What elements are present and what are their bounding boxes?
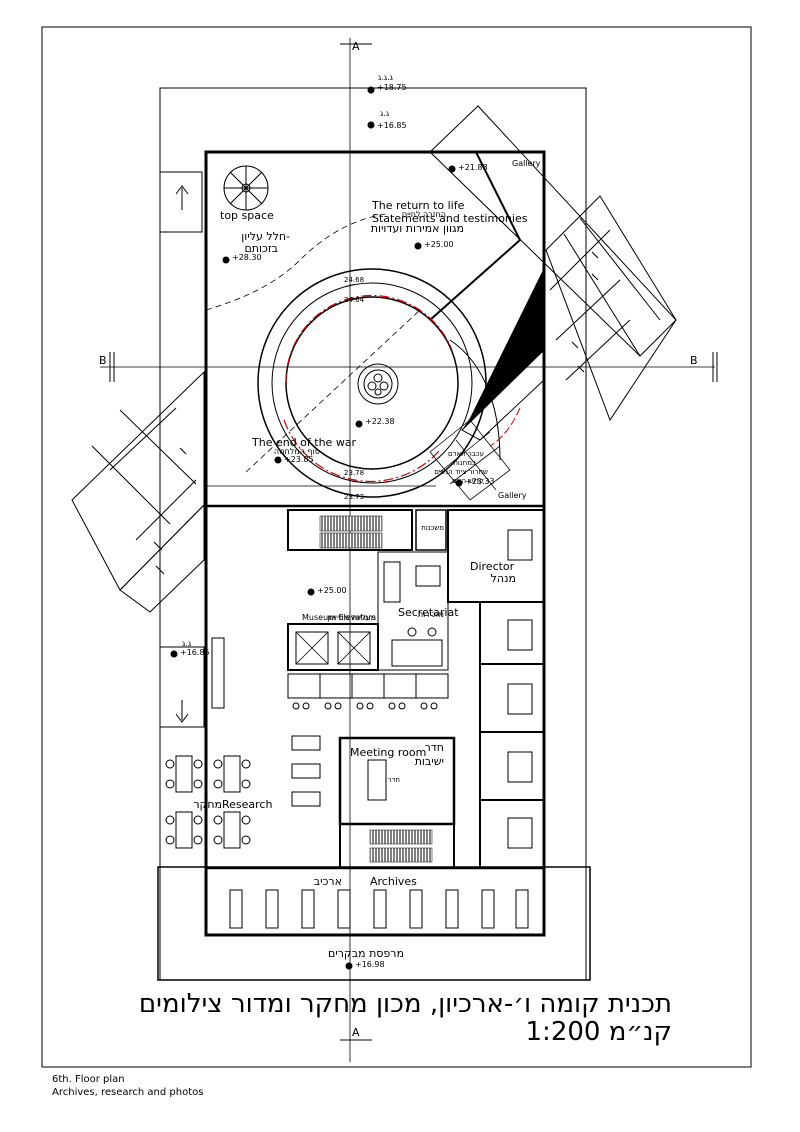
- label-secretariat-he: מזכירות: [418, 610, 444, 619]
- elevation-war: +23.85: [284, 455, 314, 464]
- svg-text:B: B: [690, 354, 698, 367]
- level-markers: [170, 86, 463, 970]
- stair-bottom-left: [159, 646, 205, 728]
- label-meeting-he-1: חדר: [425, 741, 444, 754]
- section-marker-a-bottom: A: [340, 1026, 372, 1041]
- label-museum-elevators: Museum Elevators: [302, 613, 376, 622]
- label-return-he: החזרה לחיים: [402, 210, 446, 219]
- red-dash-right: [489, 407, 521, 447]
- elevation-tag-ramp-left: ג.ג: [182, 639, 192, 648]
- restrooms: [377, 551, 449, 671]
- wedge-ramp: [461, 348, 545, 441]
- stair-core-lower: [339, 823, 455, 869]
- elevation-ramp-left: +16.85: [180, 648, 210, 657]
- caption-line-1: 6th. Floor plan: [52, 1074, 125, 1085]
- section-marker-a-top: A: [340, 40, 372, 53]
- label-archives: Archives: [370, 875, 417, 888]
- section-marker-b-left: B: [99, 352, 115, 382]
- right-ramp: [429, 105, 677, 422]
- left-ramp: [71, 370, 205, 613]
- label-director-he: מנהל: [491, 572, 516, 585]
- archive-shelves: [229, 889, 529, 929]
- curve-wall-right: [449, 339, 501, 461]
- label-director: Director: [470, 560, 515, 573]
- label-meeting-he-2: ישיבות: [415, 755, 444, 768]
- svg-text:A: A: [352, 40, 360, 53]
- elevation-top-b: +16.85: [377, 121, 407, 130]
- curved-gallery-wall: [429, 151, 522, 321]
- label-stair-he: משכנות: [421, 524, 444, 532]
- elevation-tag-top-b: ג.ג: [380, 109, 390, 118]
- memorial-drum: [257, 268, 487, 498]
- elevation-gallery-top: +21.88: [458, 163, 488, 172]
- dashed-sweep: [205, 213, 387, 311]
- elevation-top-a: +18.75: [377, 83, 407, 92]
- label-small-gallery-1: עכבר האדם: [448, 450, 484, 458]
- label-meeting-room: Meeting room: [350, 746, 426, 759]
- office-column: [447, 509, 545, 869]
- label-research-he: מחקר: [193, 798, 222, 811]
- label-testimonies: Statements and testimonies: [372, 212, 528, 225]
- elevation-top-space: +28.30: [232, 253, 262, 262]
- elevation-tag-top-a: ג.ג.ג: [378, 73, 394, 82]
- label-end-of-war: The end of the war: [251, 436, 357, 449]
- label-research: Research: [222, 798, 272, 811]
- stair-core-upper: [287, 509, 447, 551]
- black-wedge: [462, 268, 544, 430]
- svg-text:A: A: [352, 1026, 360, 1039]
- label-top-space-he-1: חלל עליון-: [241, 230, 290, 243]
- sheet-frame: [41, 26, 752, 1068]
- elevation-terrace: +16.98: [355, 960, 385, 969]
- ring-level-d: 23.73: [344, 493, 364, 501]
- label-archives-he: ארכיב: [314, 875, 342, 888]
- elevation-lobby: +25.00: [317, 586, 347, 595]
- ring-level-a: 24.68: [344, 276, 364, 284]
- label-visitor-terrace: מרפסת מבקרים: [328, 947, 404, 960]
- research-tables: [165, 755, 251, 849]
- label-secretariat: Secretariat: [398, 606, 459, 619]
- label-testimonies-he: מגוון אמירות ועדויות: [371, 222, 464, 235]
- drawing-scale: קנ״מ 1:200: [526, 1017, 672, 1047]
- workstations: [211, 637, 449, 807]
- elevation-hall: +25.00: [424, 240, 454, 249]
- label-return-to-life: The return to life: [371, 199, 465, 212]
- spiral-stair: [223, 165, 269, 211]
- ring-level-b: 24.64: [344, 296, 365, 304]
- label-small-gallery-4: קדוש השם: [452, 477, 484, 485]
- label-gallery-top: Gallery: [512, 159, 541, 168]
- elevation-center: +22.38: [365, 417, 395, 426]
- caption-line-2: Archives, research and photos: [52, 1087, 204, 1098]
- drawing-title: תכנית קומה ו׳-ארכיון, מכון מחקר ומדור צי…: [139, 989, 672, 1019]
- label-meeting-table-he: חדר: [388, 776, 400, 784]
- label-small-gallery-3: שחרור ציוד הנשים: [434, 468, 488, 476]
- ring-level-c: 23.78: [344, 469, 364, 477]
- stair-top-left: [159, 171, 203, 233]
- label-museum-elevators-he: מעליות מוזיאון: [327, 613, 376, 622]
- label-small-gallery-2: במחנות: [453, 459, 476, 467]
- svg-text:B: B: [99, 354, 107, 367]
- label-end-of-war-he: סוף המלחמה: [274, 447, 320, 456]
- label-top-space-he-2: בזכותם: [244, 242, 278, 255]
- label-top-space: top space: [220, 209, 274, 222]
- section-marker-b-right: B: [690, 352, 718, 382]
- elevator-core: [287, 623, 379, 671]
- label-gallery-bottom: Gallery: [498, 491, 527, 500]
- elevation-gallery-bottom: +23.33: [465, 477, 495, 486]
